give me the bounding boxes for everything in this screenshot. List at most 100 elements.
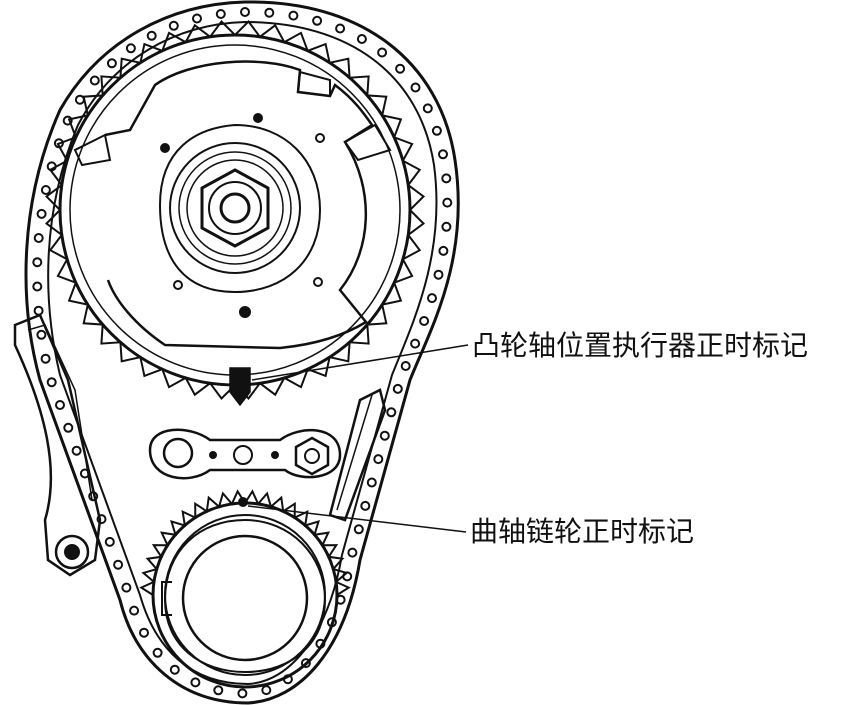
cam-timing-mark bbox=[229, 367, 251, 407]
chain-link-pin bbox=[40, 185, 51, 195]
chain-link-pin bbox=[373, 454, 384, 465]
crank-timing-mark-label: 曲轴链轮正时标记 bbox=[470, 515, 695, 548]
crank-timing-mark bbox=[238, 497, 248, 507]
cam-callout-leader bbox=[251, 344, 469, 381]
chain-link-pin bbox=[237, 688, 248, 699]
cam-plate-notch-top bbox=[296, 70, 331, 98]
chain-link-pin bbox=[96, 514, 107, 525]
chain-link-pin bbox=[288, 10, 299, 21]
chain-link-pin bbox=[36, 329, 47, 340]
crank-sprocket-ring bbox=[164, 514, 326, 676]
chain-link-pin bbox=[74, 94, 85, 105]
chain-link-pin bbox=[353, 524, 364, 535]
chain-link-pin bbox=[129, 605, 140, 616]
chain-link-pin bbox=[125, 43, 136, 54]
chain-link-pin bbox=[441, 221, 452, 232]
chain-link-pin bbox=[347, 547, 358, 558]
chain-guide-right bbox=[328, 388, 387, 522]
cam-plate-hole bbox=[315, 133, 325, 143]
plate-bolt-center bbox=[233, 445, 253, 465]
chain-link-pin bbox=[121, 582, 132, 593]
cam-hub-body bbox=[158, 123, 322, 294]
chain-link-pin bbox=[139, 627, 149, 638]
cam-plate-hole bbox=[253, 113, 263, 123]
crank-keyway-ring bbox=[163, 518, 327, 674]
thrust-plate bbox=[148, 428, 342, 480]
chain-link-pin bbox=[442, 197, 453, 208]
chain-link-pin bbox=[433, 269, 444, 280]
crank-callout-leader bbox=[247, 505, 467, 533]
chain-link-pin bbox=[386, 407, 397, 418]
sprocket-tooth-profile bbox=[139, 489, 351, 596]
crank-bore bbox=[181, 534, 309, 662]
chain-link-pin bbox=[33, 233, 44, 243]
crank-sprocket-teeth bbox=[139, 489, 351, 596]
chain-link-pin bbox=[213, 685, 224, 696]
chain-link-pin bbox=[438, 245, 449, 256]
tensioner-pivot bbox=[54, 534, 90, 570]
chain-link-pin bbox=[377, 47, 388, 58]
chain-link-pin bbox=[152, 647, 163, 658]
chain-link-pin bbox=[261, 685, 272, 696]
chain-link-pin bbox=[169, 664, 180, 675]
cam-timing-mark-label: 凸轮轴位置执行器正时标记 bbox=[472, 329, 809, 362]
chain-link-pin bbox=[55, 400, 65, 410]
chain-link-pin bbox=[40, 353, 51, 364]
cam-sprocket-inner-ring bbox=[69, 44, 401, 376]
chain-link-pin bbox=[356, 34, 367, 44]
chain-link-pin bbox=[113, 559, 124, 570]
cam-plate-notch-left bbox=[73, 133, 112, 167]
cam-hub-ring-2 bbox=[178, 151, 292, 265]
chain-link-pin bbox=[422, 103, 433, 114]
chain-link-pin bbox=[106, 58, 117, 69]
chain-link-pin bbox=[192, 13, 202, 24]
chain-link-pin bbox=[312, 15, 323, 26]
cam-plate-hole bbox=[160, 143, 170, 153]
chain-link-pin bbox=[419, 316, 430, 326]
chain-link-pin bbox=[392, 383, 403, 394]
chain-link-pin bbox=[441, 173, 452, 184]
chain-link-pin bbox=[36, 208, 47, 219]
chain-link-pin bbox=[379, 430, 390, 441]
chain-link-pin bbox=[366, 477, 377, 488]
cam-bolt-hex bbox=[200, 168, 270, 248]
chain-link-pin bbox=[33, 305, 44, 316]
timing-chain bbox=[24, 0, 460, 705]
chain-link-pin bbox=[438, 149, 448, 160]
chain-link-pin bbox=[360, 500, 371, 511]
chain-link-pin bbox=[215, 9, 226, 19]
chain-link-pin bbox=[400, 361, 411, 371]
chain-link-pin bbox=[427, 293, 437, 304]
crankshaft-sprocket bbox=[139, 489, 351, 689]
cam-plate-hole bbox=[313, 277, 323, 287]
chain-link-pin bbox=[410, 338, 421, 349]
chain-link-pin bbox=[264, 7, 275, 18]
chain-outer-edge bbox=[24, 0, 460, 705]
plate-bolt-right-hex bbox=[294, 436, 330, 476]
cam-bolt-washer bbox=[208, 181, 262, 235]
cam-hub-ring-1 bbox=[169, 142, 301, 274]
chain-link-pin bbox=[240, 7, 250, 17]
chain-link-pin bbox=[104, 536, 115, 547]
cam-sprocket-rim bbox=[58, 33, 412, 387]
chain-link-pin bbox=[300, 658, 311, 669]
chain-link-pin bbox=[431, 125, 442, 136]
chain-link-pin bbox=[32, 281, 43, 292]
chain-inner-edge bbox=[47, 20, 438, 686]
chain-link-pin bbox=[168, 20, 179, 31]
chain-link-pin bbox=[335, 23, 346, 34]
chain-link-pin bbox=[32, 257, 43, 268]
chain-link-pin bbox=[410, 82, 421, 93]
cam-plate-hole bbox=[239, 306, 251, 318]
chain-links bbox=[32, 7, 453, 699]
cam-actuator-plate bbox=[104, 60, 374, 350]
chain-link-pin bbox=[190, 677, 201, 688]
chain-tensioner-left bbox=[13, 313, 102, 577]
cam-plate-hole bbox=[173, 280, 183, 290]
crank-key-slot bbox=[161, 581, 172, 616]
chain-link-pin bbox=[395, 63, 406, 74]
chain-link-pin bbox=[71, 445, 82, 456]
chain-link-pin bbox=[62, 115, 73, 126]
chain-link-pin bbox=[146, 30, 157, 41]
